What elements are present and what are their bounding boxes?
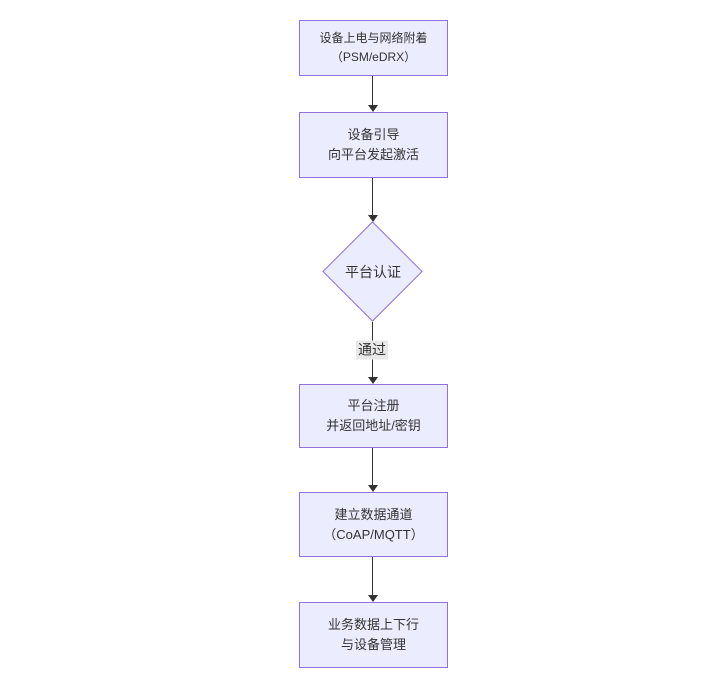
- arrow-down-icon: [368, 377, 378, 384]
- arrow-down-icon: [368, 215, 378, 222]
- flow-node-bootstrap: 设备引导 向平台发起激活: [299, 112, 448, 178]
- arrow-down-icon: [368, 105, 378, 112]
- flow-node-data-channel: 建立数据通道 （CoAP/MQTT）: [299, 492, 448, 557]
- flow-node-business: 业务数据上下行 与设备管理: [299, 602, 448, 668]
- node-text-line: 并返回地址/密钥: [326, 418, 421, 433]
- connector-line: [372, 178, 373, 216]
- node-text-line: 建立数据通道: [334, 506, 413, 522]
- node-text-line: 向平台发起激活: [327, 147, 419, 162]
- node-text-line: 平台注册: [347, 398, 400, 413]
- node-text-line: （CoAP/MQTT）: [323, 526, 424, 542]
- node-text-line: 设备上电与网络附着: [319, 31, 428, 45]
- flow-node-register: 平台注册 并返回地址/密钥: [299, 384, 448, 448]
- connector-line: [372, 76, 373, 106]
- arrow-down-icon: [368, 485, 378, 492]
- connector-line: [372, 557, 373, 596]
- node-text-line: 平台认证: [345, 264, 401, 280]
- node-text-line: （PSM/eDRX）: [330, 50, 417, 64]
- edge-label-pass: 通过: [356, 340, 388, 360]
- node-text-line: 设备引导: [347, 127, 400, 142]
- arrow-down-icon: [368, 595, 378, 602]
- connector-line: [372, 448, 373, 486]
- node-text-line: 业务数据上下行: [327, 617, 419, 632]
- node-text-line: 与设备管理: [340, 637, 406, 652]
- flow-node-power-attach: 设备上电与网络附着 （PSM/eDRX）: [299, 20, 448, 76]
